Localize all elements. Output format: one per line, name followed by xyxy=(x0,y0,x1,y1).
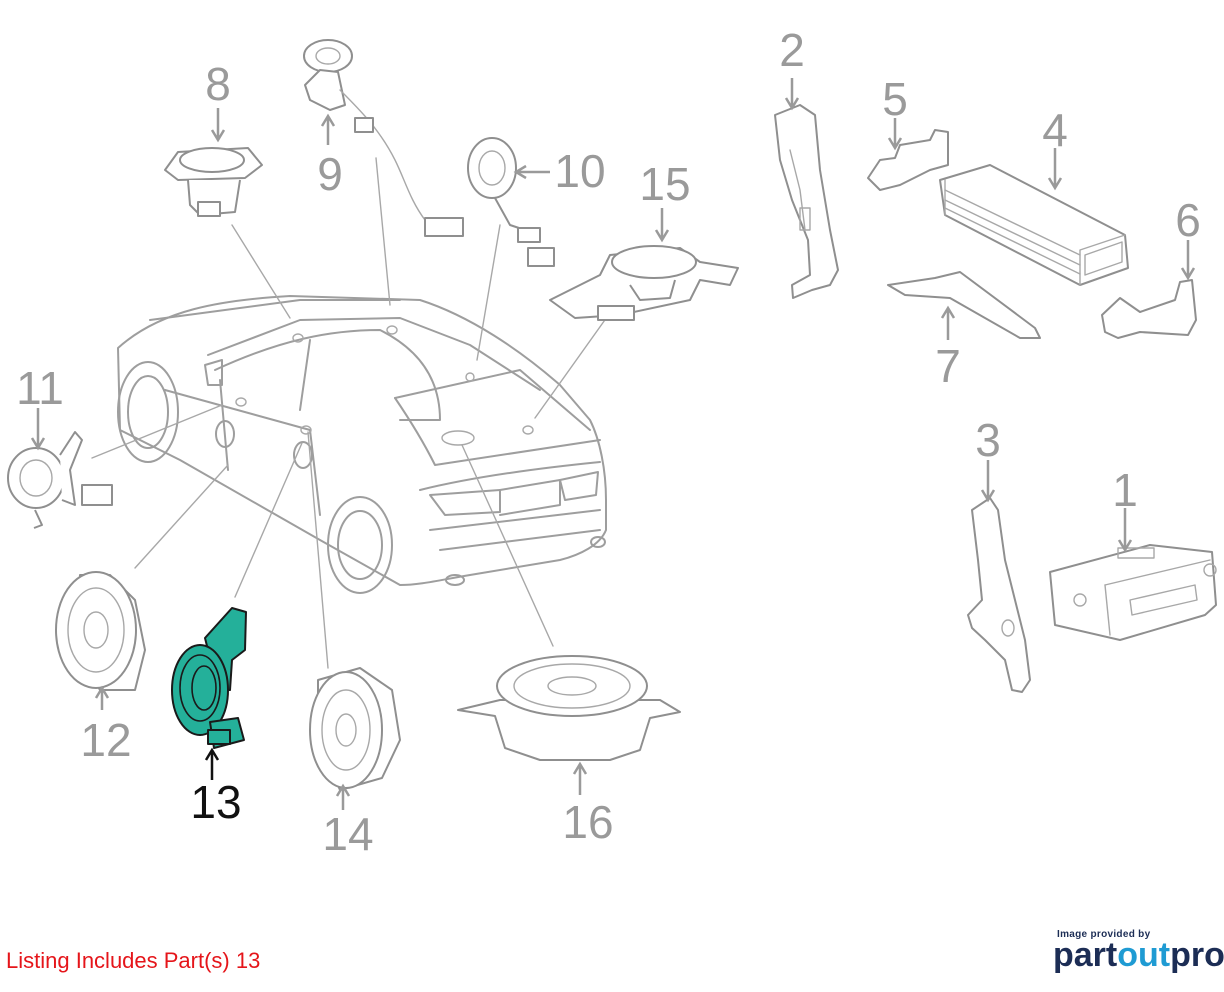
callout-6: 6 xyxy=(1175,194,1201,246)
callout-11: 11 xyxy=(16,362,64,414)
part-15-subwoofer-bracket xyxy=(549,245,739,321)
callout-arrows xyxy=(30,78,1196,810)
logo-pro: pro xyxy=(1170,936,1224,974)
image-provided-by-caption: Image provided by xyxy=(1057,929,1151,940)
part-5-bracket xyxy=(867,129,949,191)
callout-3: 3 xyxy=(975,414,1001,466)
callout-numbers: 8 9 10 15 2 5 4 6 7 11 12 13 14 16 3 1 xyxy=(16,24,1201,860)
callout-2: 2 xyxy=(779,24,805,76)
callout-10: 10 xyxy=(554,145,605,197)
logo-part: part xyxy=(1053,936,1118,974)
part-12-door-speaker xyxy=(55,571,146,691)
callout-9: 9 xyxy=(317,148,343,200)
callout-5: 5 xyxy=(882,73,908,125)
part-6-bracket xyxy=(1101,279,1197,339)
callout-4: 4 xyxy=(1042,104,1068,156)
callout-1: 1 xyxy=(1112,464,1138,516)
part-16-subwoofer xyxy=(457,655,681,761)
part-3-bracket xyxy=(967,497,1031,693)
callout-8: 8 xyxy=(205,58,231,110)
car-body xyxy=(117,295,607,594)
part-11-speaker xyxy=(7,431,113,529)
callout-12: 12 xyxy=(80,714,131,766)
callout-7: 7 xyxy=(935,340,961,392)
logo-out: out xyxy=(1117,936,1171,974)
callout-14: 14 xyxy=(322,808,373,860)
partoutpro-logo: partoutpro xyxy=(1053,936,1224,975)
part-9-tweeter-harness xyxy=(303,39,464,237)
part-14-door-speaker xyxy=(309,667,401,791)
callout-13: 13 xyxy=(190,776,241,828)
part-10-speaker xyxy=(467,137,555,267)
part-8-tweeter xyxy=(164,147,263,217)
part-13-highlighted-speaker xyxy=(171,607,247,749)
part-1-radio-head-unit xyxy=(1049,544,1217,641)
part-2-bracket xyxy=(774,104,839,299)
callout-15: 15 xyxy=(639,158,690,210)
listing-includes-text: Listing Includes Part(s) 13 xyxy=(6,948,261,973)
callout-16: 16 xyxy=(562,796,613,848)
part-4-amplifier xyxy=(939,164,1129,286)
part-7-bracket xyxy=(887,271,1041,339)
leader-lines xyxy=(91,157,613,669)
